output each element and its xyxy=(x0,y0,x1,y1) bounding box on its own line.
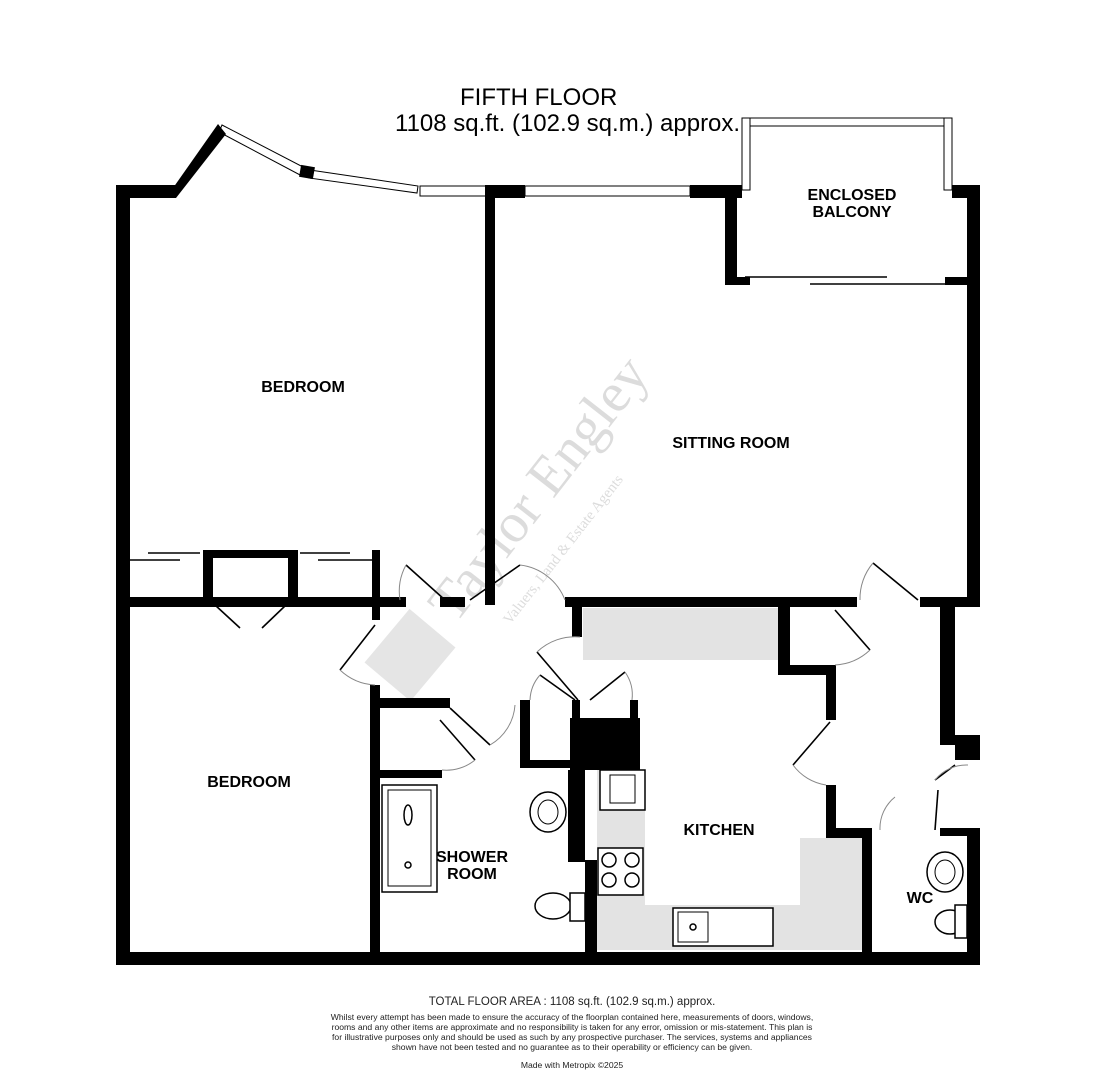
toilet-icon xyxy=(534,892,572,920)
room-label-wc: WC xyxy=(907,890,934,907)
walls xyxy=(116,124,980,965)
room-label-shower-2: ROOM xyxy=(447,866,497,883)
room-label-balcony-1: ENCLOSED xyxy=(808,187,897,204)
room-label-bedroom-1: BEDROOM xyxy=(261,379,345,396)
doors xyxy=(130,276,969,831)
room-label-shower-1: SHOWER xyxy=(436,849,508,866)
made-with: Made with Metropix ©2025 xyxy=(520,1060,624,1070)
fixtures xyxy=(381,769,968,947)
room-label-balcony-2: BALCONY xyxy=(812,204,891,221)
room-label-kitchen: KITCHEN xyxy=(683,822,754,839)
room-label-bedroom-2: BEDROOM xyxy=(207,774,291,791)
total-floor-area: TOTAL FLOOR AREA : 1108 sq.ft. (102.9 sq… xyxy=(428,996,716,1008)
room-label-sitting-room: SITTING ROOM xyxy=(672,435,789,452)
disclaimer: Whilst every attempt has been made to en… xyxy=(330,1012,814,1052)
floor-area: 1108 sq.ft. (102.9 sq.m.) approx. xyxy=(395,110,740,137)
floor-title: FIFTH FLOOR xyxy=(460,84,617,111)
